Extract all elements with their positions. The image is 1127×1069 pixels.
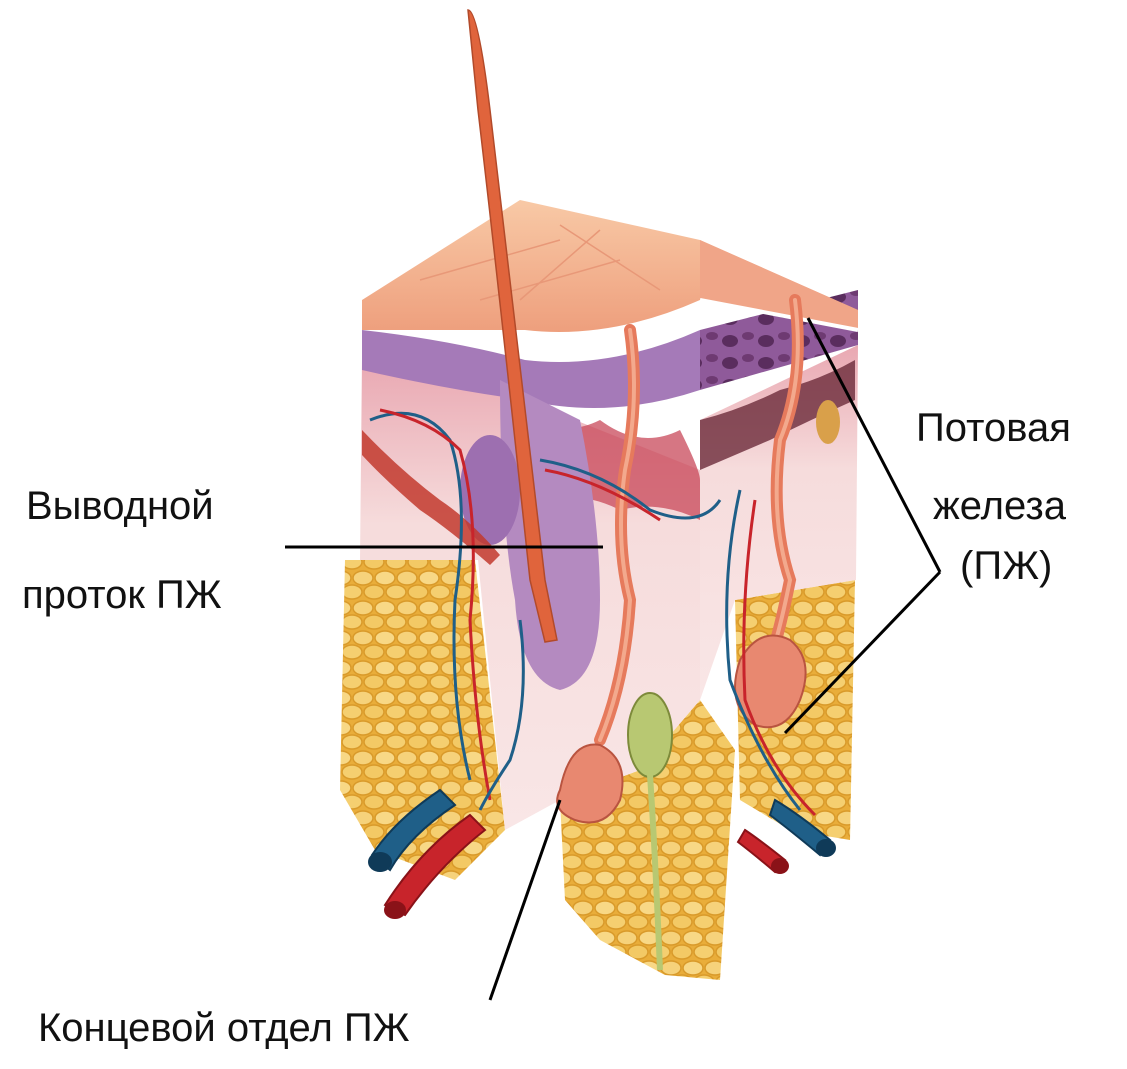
label-duct-line2: проток ПЖ bbox=[22, 575, 222, 615]
label-end-section: Концевой отдел ПЖ bbox=[38, 1008, 410, 1048]
label-gland-line3: (ПЖ) bbox=[960, 546, 1052, 586]
label-gland-line1: Потовая bbox=[916, 408, 1071, 448]
epidermis bbox=[362, 200, 858, 332]
small-gland bbox=[816, 400, 840, 444]
label-duct-line1: Выводной bbox=[26, 486, 214, 526]
label-gland-line2: железа bbox=[933, 486, 1066, 526]
